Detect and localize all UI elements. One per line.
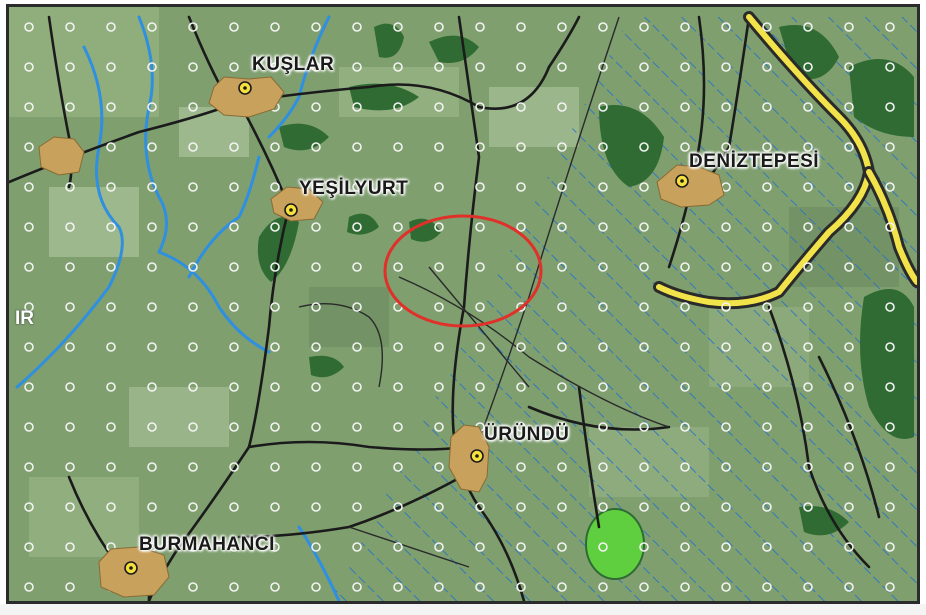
place-label-urundu[interactable]: ÜRÜNDÜ: [484, 424, 570, 445]
map-canvas[interactable]: [9, 7, 917, 601]
circle-marker-grid: [9, 7, 917, 601]
settlement-deniztepesi: [656, 164, 725, 208]
town-center-markers: [124, 81, 689, 575]
settlement-urundu: [448, 424, 490, 493]
place-label-burmahanci[interactable]: BURMAHANCI: [139, 534, 275, 555]
highlight-ring[interactable]: [383, 214, 543, 328]
place-label-deniztepesi[interactable]: DENİZTEPESİ: [689, 151, 820, 172]
place-label-yesilyurt[interactable]: YEŞİLYURT: [299, 178, 409, 199]
edge-label: IR: [15, 308, 34, 329]
settlement-left: [38, 136, 85, 176]
town-center-icon-deniztepesi: [675, 174, 689, 188]
map-frame[interactable]: KUŞLAR YEŞİLYURT DENİZTEPESİ ÜRÜNDÜ BURM…: [6, 4, 920, 604]
place-label-kuslar[interactable]: KUŞLAR: [252, 54, 335, 75]
settlement-yesilyurt: [270, 186, 324, 222]
town-center-icon-kuslar: [238, 81, 252, 95]
bottom-strip: [0, 604, 926, 615]
settlement-kuslar: [208, 76, 285, 118]
town-center-icon-yesilyurt: [284, 203, 298, 217]
town-center-icon-burmahanci: [124, 561, 138, 575]
town-center-icon-urundu: [470, 449, 484, 463]
